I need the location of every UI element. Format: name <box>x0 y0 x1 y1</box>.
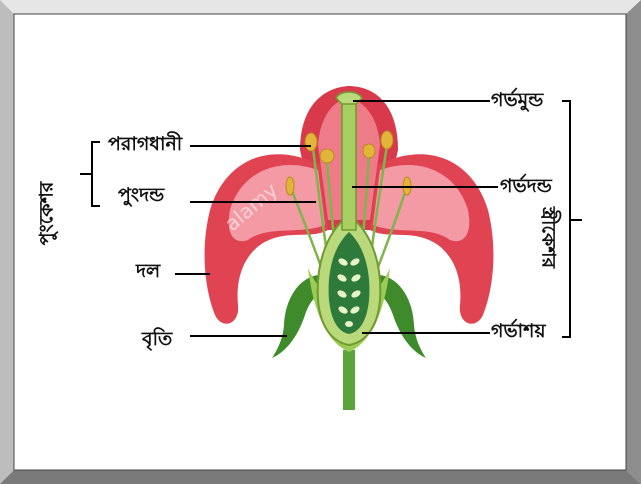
ovule <box>345 321 353 327</box>
label-pollen-sac: পরাগধানী <box>108 135 182 154</box>
stem <box>343 350 355 410</box>
style <box>342 102 356 230</box>
label-filament: পুংদন্ড <box>118 186 164 205</box>
stigma <box>336 92 362 104</box>
anther <box>286 177 294 195</box>
anther <box>381 131 393 149</box>
label-petal: দল <box>136 262 160 281</box>
label-pistil: স্ত্রীকেশর <box>539 188 558 288</box>
anther <box>305 133 317 151</box>
anther <box>320 149 334 163</box>
label-sepal: বৃতি <box>142 330 172 349</box>
anther <box>363 144 375 158</box>
label-stigma: গর্ভমুন্ড <box>491 91 543 110</box>
label-stamen: পুংকেশর <box>38 174 57 254</box>
label-ovary: গর্ভাশয় <box>491 322 546 341</box>
